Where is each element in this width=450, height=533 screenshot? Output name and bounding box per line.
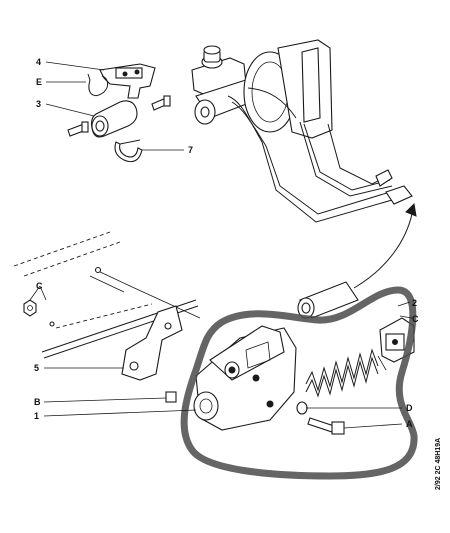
label-d: D bbox=[406, 403, 413, 413]
highlight-outline bbox=[180, 286, 418, 480]
switch-assembly bbox=[67, 63, 171, 163]
label-c-left: C bbox=[36, 281, 43, 291]
reference-code: 2/92 2C 48H19A bbox=[435, 438, 442, 490]
brake-compensator-assembly bbox=[193, 281, 415, 435]
pointer-arrow bbox=[353, 202, 417, 289]
label-1: 1 bbox=[34, 411, 39, 421]
label-3: 3 bbox=[36, 99, 41, 109]
linkage-assembly bbox=[13, 231, 201, 403]
label-5: 5 bbox=[34, 363, 39, 373]
label-2: 2 bbox=[412, 298, 417, 308]
label-e: E bbox=[36, 77, 42, 87]
label-c-right: C bbox=[412, 314, 419, 324]
callout-labels: 4 E 3 7 C 5 B 1 2 C D A bbox=[34, 57, 419, 429]
label-a: A bbox=[406, 419, 413, 429]
leader-lines bbox=[29, 61, 413, 429]
label-4: 4 bbox=[36, 57, 41, 67]
master-cylinder-assembly bbox=[191, 39, 413, 223]
label-7: 7 bbox=[188, 145, 193, 155]
label-b: B bbox=[34, 397, 41, 407]
